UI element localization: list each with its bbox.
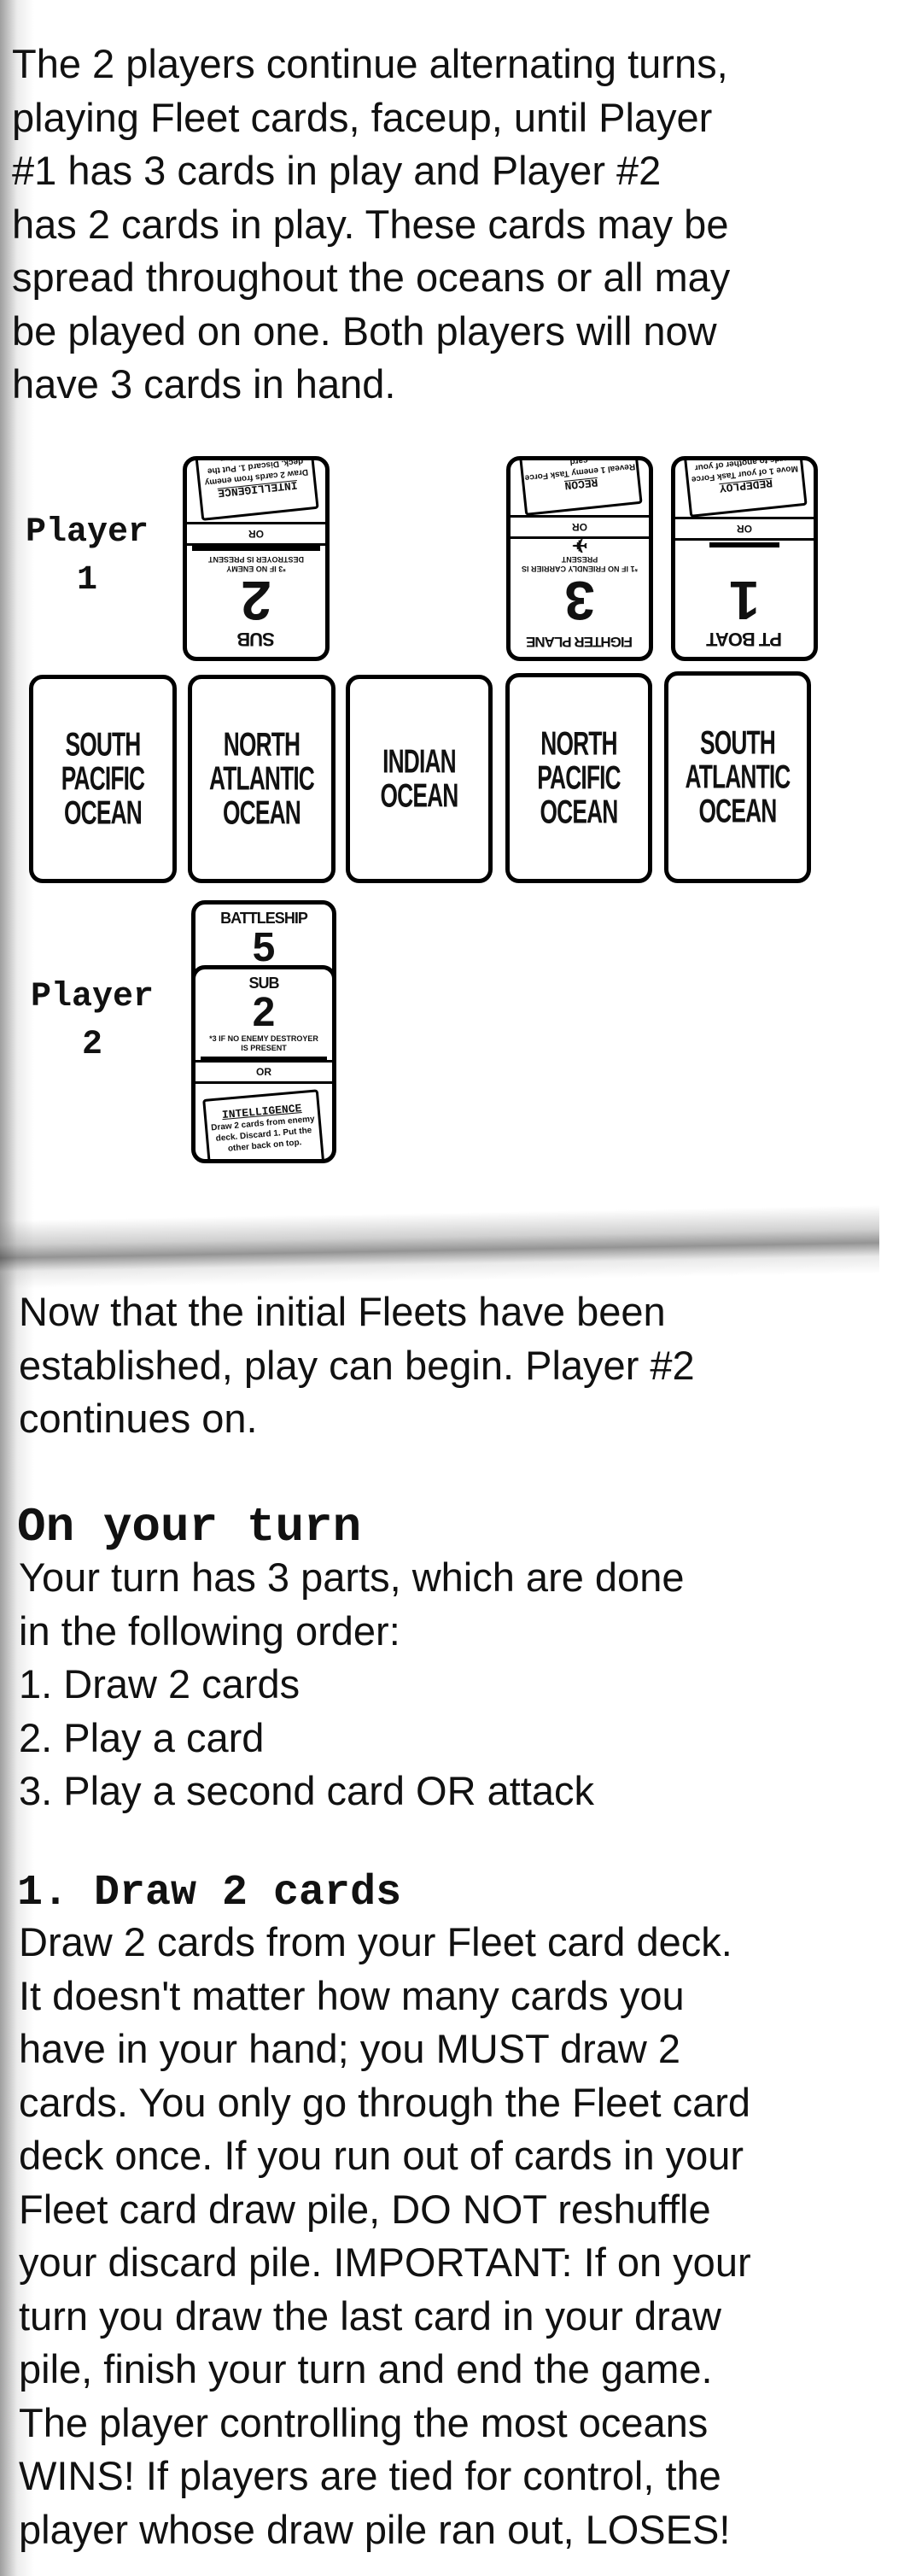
after-paragraph: Now that the initial Fleets have been es…	[19, 1285, 695, 1446]
card-or: OR	[675, 517, 814, 541]
ocean-name-line: OCEAN	[540, 793, 619, 831]
folder-icon: REDEPLOY Move 1 of your Task Force cards…	[681, 456, 808, 518]
card-note: *3 IF NO ENEMY DESTROYER IS PRESENT	[207, 555, 305, 573]
ship-silhouette-icon	[192, 546, 320, 551]
ocean-name-line: OCEAN	[64, 793, 143, 832]
ocean-name-line: SOUTH	[699, 723, 776, 762]
boat-silhouette-icon	[709, 542, 779, 547]
text-line: The player controlling the most oceans	[19, 2399, 709, 2445]
text-line: The 2 players continue alternating turns…	[12, 41, 728, 86]
section-heading-on-your-turn: On your turn	[17, 1500, 362, 1554]
card-value: 1	[729, 570, 760, 631]
section-heading-draw-2-cards: 1. Draw 2 cards	[17, 1869, 402, 1917]
player-number: 2	[81, 1026, 102, 1064]
ocean-name-line: OCEAN	[698, 792, 778, 830]
ocean-name-line: OCEAN	[223, 793, 301, 832]
ocean-name-line: INDIAN	[382, 742, 457, 781]
text-line: have 3 cards in hand.	[12, 361, 396, 407]
ocean-card-south-atlantic: SOUTH ATLANTIC OCEAN	[664, 671, 811, 883]
card-note: *3 IF NO ENEMY DESTROYER IS PRESENT	[209, 1034, 318, 1052]
text-line: established, play can begin. Player #2	[19, 1342, 695, 1388]
player1-card-pt-boat: PT BOAT 1 OR REDEPLOY Move 1 of your Tas…	[671, 456, 818, 661]
ship-silhouette-icon	[201, 1057, 327, 1061]
ocean-name-line: PACIFIC	[61, 759, 145, 798]
text-line: in the following order:	[19, 1607, 400, 1654]
text-line: cards. You only go through the Fleet car…	[19, 2079, 751, 2125]
ocean-card-south-pacific: SOUTH PACIFIC OCEAN	[29, 675, 177, 883]
player1-card-fighter-plane: FIGHTER PLANE 3 *1 IF NO FRIENDLY CARRIE…	[506, 456, 653, 661]
card-or: OR	[195, 1060, 332, 1084]
text-line: WINS! If players are tied for control, t…	[19, 2453, 721, 2498]
text-line: Fleet card draw pile, DO NOT reshuffle	[19, 2186, 711, 2232]
player-label-text: Player	[25, 513, 149, 552]
text-line: pile, finish your turn and end the game.	[19, 2346, 713, 2392]
list-item: 3. Play a second card OR attack	[19, 1768, 594, 1813]
ocean-name-line: NORTH	[223, 725, 301, 764]
text-line: #1 has 3 cards in play and Player #2	[12, 148, 662, 193]
player-number: 1	[76, 561, 97, 600]
player2-label: Player 2	[15, 974, 169, 1069]
text-line: Now that the initial Fleets have been	[19, 1289, 666, 1334]
intro-paragraph: The 2 players continue alternating turns…	[12, 38, 730, 412]
torn-strip	[0, 1205, 879, 1289]
text-line: player whose draw pile ran out, LOSES!	[19, 2506, 731, 2552]
player1-label: Player 1	[10, 509, 164, 605]
ocean-card-indian: INDIAN OCEAN	[346, 675, 493, 883]
list-item: 1. Draw 2 cards	[19, 1661, 301, 1707]
text-line: spread throughout the oceans or all may	[12, 255, 731, 300]
card-value: 3	[564, 570, 595, 631]
card-name: BATTLESHIP	[220, 910, 308, 927]
player2-card-sub: SUB 2 *3 IF NO ENEMY DESTROYER IS PRESEN…	[191, 965, 336, 1163]
text-line: It doesn't matter how many cards you	[19, 1972, 685, 2018]
text-line: Your turn has 3 parts, which are done	[19, 1554, 685, 1600]
text-line: has 2 cards in play. These cards may be	[12, 201, 729, 247]
card-note: *1 IF NO FRIENDLY CARRIER IS PRESENT	[521, 555, 639, 573]
ocean-name-line: OCEAN	[380, 776, 459, 815]
draw-paragraph: Draw 2 cards from your Fleet card deck. …	[19, 1916, 751, 2556]
card-or: OR	[187, 522, 325, 546]
text-line: turn you draw the last card in your draw	[19, 2292, 721, 2339]
card-name: SUB	[248, 975, 279, 992]
card-value: 5	[252, 925, 276, 970]
text-line: deck once. If you run out of cards in yo…	[19, 2133, 744, 2178]
text-line: playing Fleet cards, faceup, until Playe…	[12, 94, 713, 140]
text-line: be played on one. Both players will now	[12, 307, 717, 354]
ocean-name-line: PACIFIC	[537, 758, 621, 797]
folder-icon: INTELLIGENCE Draw 2 cards from enemy dec…	[193, 456, 319, 521]
ocean-name-line: ATLANTIC	[209, 759, 315, 798]
ocean-name-line: SOUTH	[65, 725, 141, 764]
card-name: FIGHTER PLANE	[527, 634, 633, 650]
card-value: 2	[252, 990, 276, 1035]
ocean-card-north-atlantic: NORTH ATLANTIC OCEAN	[188, 675, 336, 883]
text-line: have in your hand; you MUST draw 2	[19, 2026, 681, 2071]
folder-icon: RECON Reveal 1 enemy Task Force card	[516, 456, 643, 516]
ocean-card-north-pacific: NORTH PACIFIC OCEAN	[505, 673, 652, 883]
card-value: 2	[241, 570, 271, 631]
text-line: your discard pile. IMPORTANT: If on your	[19, 2239, 751, 2285]
player1-card-sub: SUB 2 *3 IF NO ENEMY DESTROYER IS PRESEN…	[183, 456, 330, 661]
card-or: OR	[511, 515, 649, 539]
player-label-text: Player	[30, 978, 155, 1016]
ocean-name-line: ATLANTIC	[685, 758, 791, 796]
text-line: Draw 2 cards from your Fleet card deck.	[19, 1919, 732, 1964]
ocean-name-line: NORTH	[540, 724, 617, 763]
turn-paragraph: Your turn has 3 parts, which are done in…	[19, 1551, 684, 1818]
list-item: 2. Play a card	[19, 1714, 265, 1760]
text-line: continues on.	[19, 1396, 258, 1441]
folder-icon: INTELLIGENCE Draw 2 cards from enemy dec…	[202, 1089, 325, 1159]
